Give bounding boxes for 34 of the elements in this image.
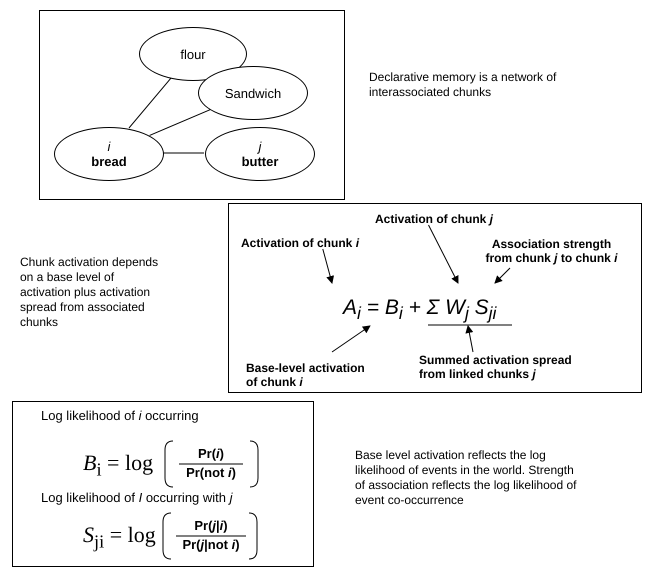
description-text: Base level activation reflects the log likelihood of events in the world. Strength of association reflects the log likelihood of event co-occurrence xyxy=(355,448,578,508)
leader-arrow xyxy=(322,248,334,284)
annotation-text: Base-level activation of chunk i xyxy=(246,361,368,391)
likelihood-panel xyxy=(12,401,314,567)
chunk-label: butter xyxy=(242,154,278,169)
formula-text: S$_{ji}$ = log xyxy=(83,522,156,554)
leader-arrow xyxy=(332,325,371,352)
fraction-term: Pr(not i) xyxy=(186,465,236,481)
network-panel xyxy=(39,10,345,200)
fraction-term: Pr(i) xyxy=(198,446,224,462)
chunk-label: flour xyxy=(180,46,206,62)
connector-line xyxy=(149,109,211,136)
description-text: Declarative memory is a network of interassociated chunks xyxy=(369,70,558,100)
annotation-text: Activation of chunk j xyxy=(357,212,511,226)
formula-panel xyxy=(228,203,642,393)
formula: A$_{i}$ = B$_{i}$ + Σ W$_{j}$ S$_{ji}$ xyxy=(331,285,515,327)
fraction-term: Pr(j|not i) xyxy=(182,537,240,553)
leader-arrow xyxy=(428,224,458,284)
connector-line xyxy=(162,152,204,154)
leader-arrow xyxy=(465,325,474,352)
connector-line xyxy=(128,77,172,128)
chunk-label: bread xyxy=(91,154,127,169)
annotation-text: Activation of chunk i xyxy=(241,236,389,250)
description-text: Chunk activation depends on a base level of activation plus activation spread from associated chunks xyxy=(20,255,160,330)
annotation-text: Summed activation spread from linked chunks j xyxy=(419,353,597,383)
index-label: i xyxy=(108,139,110,154)
annotation-text: Association strength from chunk j to chunk i xyxy=(479,237,624,267)
fraction-term: Pr(j|i) xyxy=(194,518,228,534)
chunk-label: Sandwich xyxy=(224,86,282,100)
caption-text: Log likelihood of i occurring xyxy=(41,408,199,424)
leader-arrow xyxy=(494,268,510,284)
index-label: j xyxy=(258,139,262,154)
formula-text: B$_{i}$ = log xyxy=(83,450,154,482)
caption-text: Log likelihood of I occurring with j xyxy=(41,490,233,506)
